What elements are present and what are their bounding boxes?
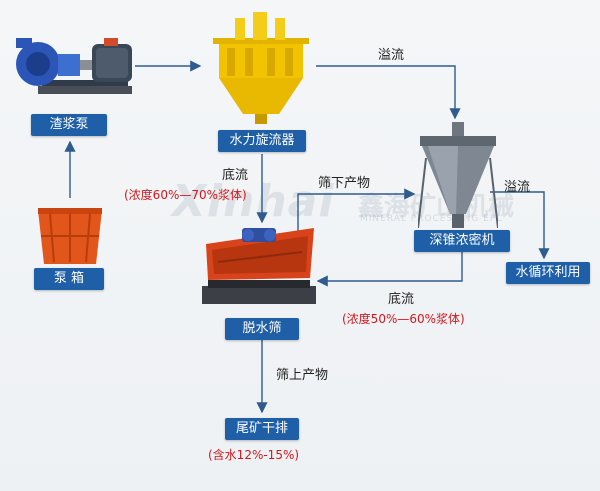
node-dewatering-screen: 脱水筛 xyxy=(225,318,299,340)
arrow-undersize xyxy=(297,188,416,232)
dewatering-screen-icon xyxy=(202,228,316,304)
node-slurry-pump: 渣浆泵 xyxy=(31,114,107,136)
label-overflow-1: 溢流 xyxy=(378,48,405,63)
arrow-thickener-overflow xyxy=(490,191,550,260)
note-underflow-1: (浓度60%—70%浆体) xyxy=(124,188,247,202)
watermark-en: MINERAL PROCESSING EPC xyxy=(360,214,504,224)
note-tailings: (含水12%-15%) xyxy=(208,448,300,462)
node-water-recycle: 水循环利用 xyxy=(506,262,590,284)
arrow-cyclone-overflow xyxy=(316,65,461,120)
slurry-pump-icon xyxy=(16,38,132,94)
node-thickener: 深锥浓密机 xyxy=(414,230,510,252)
label-underflow-2: 底流 xyxy=(388,292,415,307)
node-pump-box: 泵 箱 xyxy=(34,268,104,290)
label-oversize: 筛上产物 xyxy=(276,368,329,383)
node-tailings-dry: 尾矿干排 xyxy=(225,418,299,440)
note-underflow-2: (浓度50%—60%浆体) xyxy=(342,312,465,326)
label-overflow-2: 溢流 xyxy=(504,180,531,195)
node-hydrocyclone: 水力旋流器 xyxy=(218,130,306,152)
watermark-cn: 鑫海矿山机械 xyxy=(358,192,515,222)
thickener-icon xyxy=(418,122,498,229)
label-underflow-1: 底流 xyxy=(222,168,249,183)
hydrocyclone-icon xyxy=(213,12,309,124)
pump-box-icon xyxy=(38,208,102,264)
watermark-brand: Xinhai xyxy=(172,176,335,227)
arrow-thickener-underflow xyxy=(316,252,463,287)
label-undersize: 筛下产物 xyxy=(318,176,371,191)
